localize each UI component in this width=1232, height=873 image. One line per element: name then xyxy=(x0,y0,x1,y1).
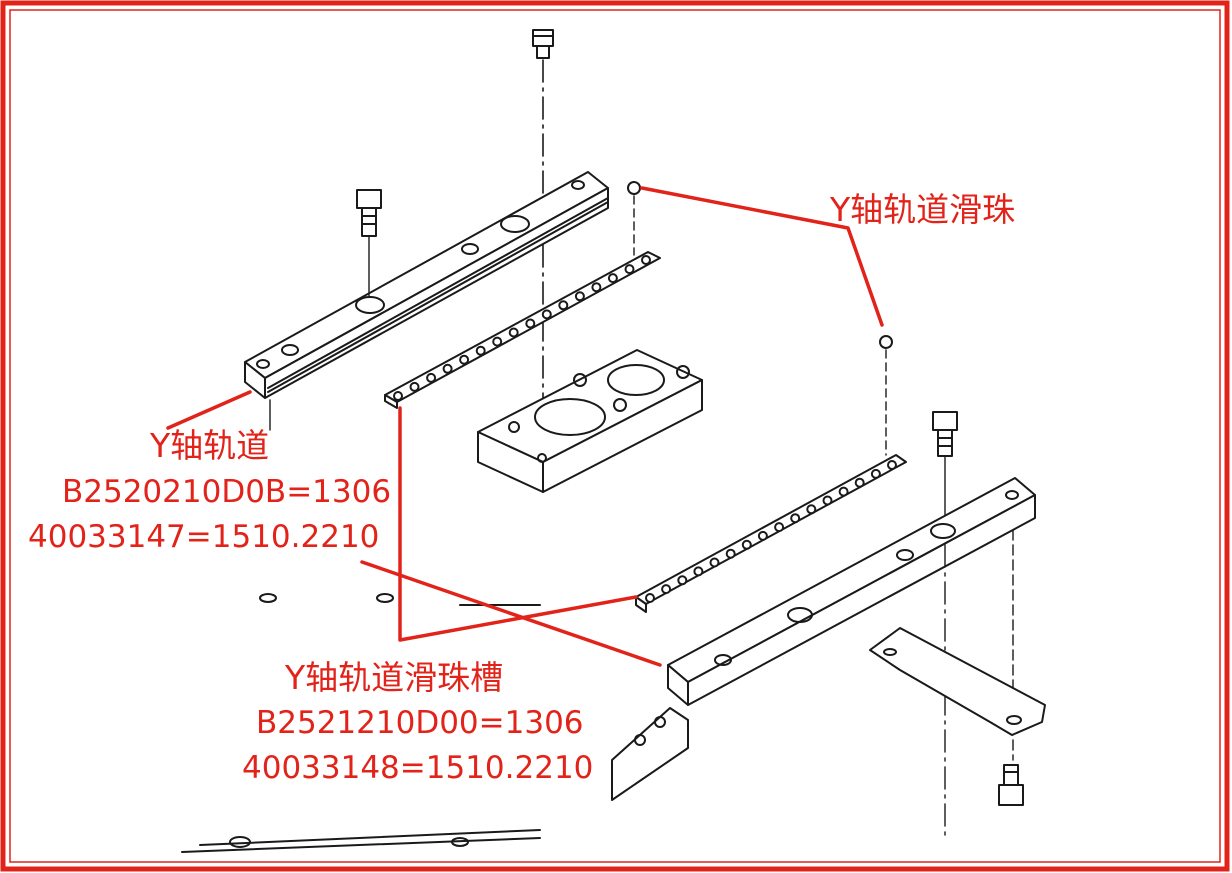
leader-ball-groove xyxy=(398,406,638,642)
retainer-ball xyxy=(790,513,801,524)
upper-rail-screw xyxy=(356,189,382,297)
retainer-ball xyxy=(677,575,688,586)
inner-border xyxy=(9,9,1221,863)
retainer-ball xyxy=(525,318,536,329)
leader-slider-ball xyxy=(640,186,884,327)
retainer-ball xyxy=(693,566,704,577)
retainer-ball xyxy=(806,504,817,515)
retainer-ball xyxy=(442,363,453,374)
retainer-ball xyxy=(774,522,785,533)
retainer-ball xyxy=(393,391,403,401)
retainer-ball xyxy=(725,548,736,559)
retainer-ball xyxy=(757,530,768,541)
retainer-ball xyxy=(624,264,635,275)
retainer-ball xyxy=(870,468,881,479)
retainer-ball xyxy=(854,477,865,488)
retainer-ball xyxy=(709,557,720,568)
retainer-ball xyxy=(574,291,585,302)
retainer-ball xyxy=(426,372,437,383)
retainer-ball xyxy=(645,593,655,603)
retainer-ball xyxy=(641,255,651,265)
partial-lower-parts xyxy=(181,593,689,853)
rail-part-number-1: B2520210D0B=1306 xyxy=(62,474,392,510)
retainer-ball xyxy=(822,495,833,506)
bottom-screw xyxy=(998,764,1024,806)
retainer-ball xyxy=(558,300,569,311)
retainer-ball xyxy=(459,354,470,365)
retainer-ball xyxy=(838,486,849,497)
slider-ball-title: Y轴轨道滑珠 xyxy=(830,190,1016,229)
leader-rail-lower xyxy=(360,560,662,667)
retainer-ball xyxy=(661,584,672,595)
retainer-ball xyxy=(475,345,486,356)
retainer-ball xyxy=(887,460,897,470)
annotation-leaders xyxy=(166,186,884,667)
retainer-ball xyxy=(541,309,552,320)
ball-top xyxy=(627,181,641,195)
rail-title: Y轴轨道 xyxy=(150,426,270,465)
retainer-ball xyxy=(607,273,618,284)
retainer-ball xyxy=(591,282,602,293)
retainer-ball xyxy=(741,539,752,550)
top-screw xyxy=(532,29,554,59)
ball-groove-title: Y轴轨道滑珠槽 xyxy=(285,658,504,697)
lower-ball-groove-strip xyxy=(635,454,907,613)
retainer-ball xyxy=(508,327,519,338)
retainer-ball xyxy=(492,336,503,347)
center-carriage-block xyxy=(477,349,703,493)
retainer-ball xyxy=(409,381,420,392)
ball-groove-part-number-1: B2521210D00=1306 xyxy=(256,705,584,741)
upper-y-rail xyxy=(244,171,609,399)
lower-y-rail xyxy=(667,477,1036,706)
ball-right xyxy=(879,335,893,349)
ball-groove-part-number-2: 40033148=1510.2210 xyxy=(242,750,594,786)
rail-part-number-2: 40033147=1510.2210 xyxy=(28,519,380,555)
upper-ball-groove-strip xyxy=(384,251,661,409)
leader-rail-upper xyxy=(166,390,252,430)
stopper-bracket xyxy=(869,627,1046,736)
